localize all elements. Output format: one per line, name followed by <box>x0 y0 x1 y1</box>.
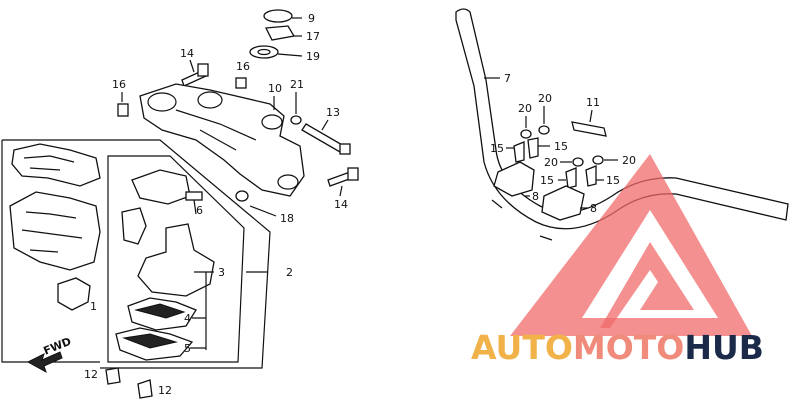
washer-21 <box>290 115 302 125</box>
callout-16-b: 16 <box>236 60 250 73</box>
callout-20-c: 20 <box>544 156 558 169</box>
nut-20d <box>592 155 604 165</box>
callout-5: 5 <box>184 342 191 355</box>
callout-17: 17 <box>306 30 320 43</box>
callout-4: 4 <box>184 312 191 325</box>
grommet <box>121 207 147 245</box>
callout-8-b: 8 <box>590 202 597 215</box>
holder-8a <box>493 161 535 197</box>
nut-17 <box>264 25 296 41</box>
callout-11: 11 <box>586 96 600 109</box>
callout-19: 19 <box>306 50 320 63</box>
nut-20b <box>538 125 550 135</box>
callout-12-a: 12 <box>84 368 98 381</box>
bolt-15d <box>585 165 597 187</box>
washer-19 <box>249 45 279 59</box>
assembly-frame-inner <box>107 155 245 363</box>
watermark-triangle-logo <box>510 154 752 336</box>
bolt-15c <box>565 167 577 189</box>
switch-cover <box>131 169 191 205</box>
brand-word-moto: MOTO <box>572 328 685 367</box>
bolt-12b <box>137 379 153 399</box>
handlebar <box>455 8 789 230</box>
bolt-12a <box>105 367 121 385</box>
callout-7: 7 <box>504 72 511 85</box>
callout-21: 21 <box>290 78 304 91</box>
callout-8-a: 8 <box>532 190 539 203</box>
ignition-switch-body <box>137 223 215 297</box>
nut-16 <box>117 103 129 117</box>
nut-18 <box>235 190 249 202</box>
callout-9: 9 <box>308 12 315 25</box>
fwd-arrow-icon <box>26 351 63 374</box>
brand-word-hub: HUB <box>684 328 764 367</box>
triangle-outer <box>510 154 752 336</box>
assembly-frame-outer <box>2 139 271 369</box>
callout-15-d: 15 <box>606 174 620 187</box>
triangle-inner <box>600 242 694 328</box>
watermark-brand-text: AUTOMOTOHUB <box>471 328 764 367</box>
callout-2: 2 <box>286 266 293 279</box>
callout-14-bottom: 14 <box>334 198 348 211</box>
bolt-15b <box>527 137 539 159</box>
callout-10: 10 <box>268 82 282 95</box>
callout-12-b: 12 <box>158 384 172 397</box>
callout-3: 3 <box>218 266 225 279</box>
assembly-frame-left <box>1 140 100 363</box>
callout-20-b: 20 <box>538 92 552 105</box>
nut-20c <box>572 157 584 167</box>
clamp-11 <box>571 121 607 137</box>
ignition-body-1 <box>57 277 91 311</box>
holder-8b <box>541 185 585 221</box>
callout-15-c: 15 <box>540 174 554 187</box>
callout-1: 1 <box>90 300 97 313</box>
callout-20-d: 20 <box>622 154 636 167</box>
nut-20a <box>520 129 532 139</box>
switch-housing-upper <box>11 143 101 187</box>
callout-16: 16 <box>112 78 126 91</box>
switch-housing-lower <box>9 191 101 271</box>
callout-20-a: 20 <box>518 102 532 115</box>
callout-15-a: 15 <box>490 142 504 155</box>
callout-15-b: 15 <box>554 140 568 153</box>
callout-18: 18 <box>280 212 294 225</box>
brand-word-auto: AUTO <box>471 328 573 367</box>
key-head <box>185 191 203 201</box>
bolt-15a <box>513 141 525 163</box>
callout-14-top: 14 <box>180 47 194 60</box>
callout-6: 6 <box>196 204 203 217</box>
nut-16b <box>235 77 247 89</box>
cap-9 <box>263 9 293 23</box>
callout-13: 13 <box>326 106 340 119</box>
